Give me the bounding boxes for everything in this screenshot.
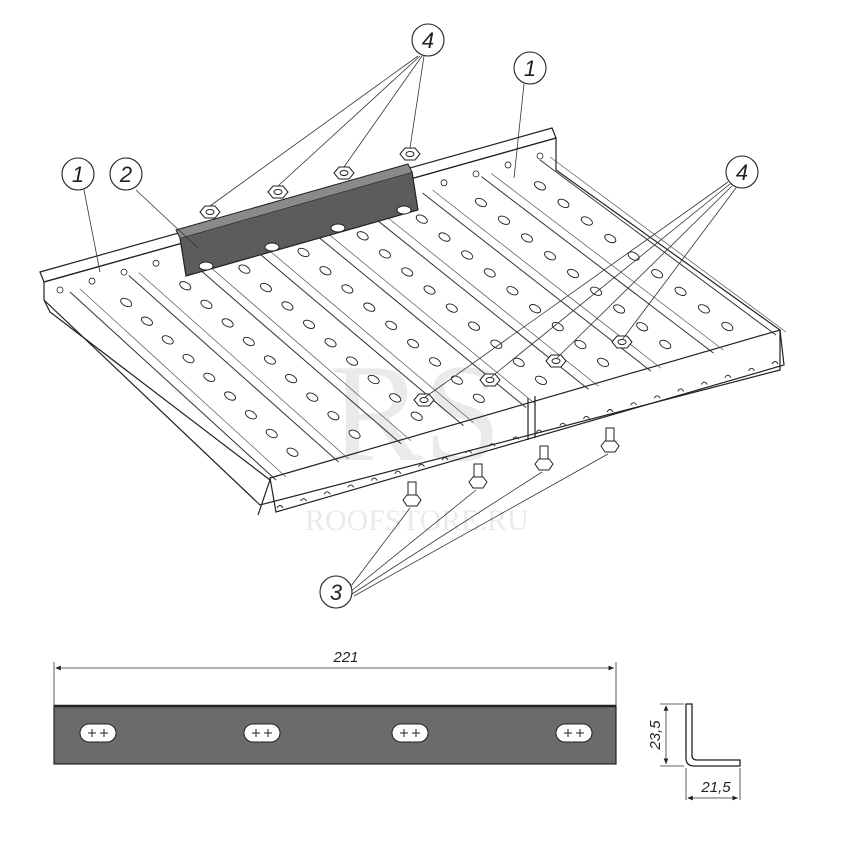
bolt-icon [402,481,422,507]
svg-text:4: 4 [736,160,748,185]
callout-nuts-right: 4 [423,155,759,399]
plate-slots [79,723,593,743]
callout-bolts: 3 [319,453,609,609]
svg-text:1: 1 [524,56,536,81]
nut-icon [267,185,289,199]
dim-angle-height: 23,5 [647,720,664,751]
bolt-icon [534,445,554,471]
nuts-top [199,147,421,219]
nut-icon [479,373,501,387]
angle-section [685,703,741,767]
bolts [402,427,620,507]
svg-text:4: 4 [422,28,434,53]
plate-body [53,705,617,765]
svg-text:3: 3 [330,580,343,605]
plate-detail: 221 [53,649,617,765]
nuts-right [413,335,633,407]
nut-icon [611,335,633,349]
nut-icon [413,393,435,407]
callout-tray-left: 1 [61,157,101,273]
nut-icon [199,205,221,219]
callout-tray-right: 1 [513,51,547,179]
dim-angle-width: 21,5 [700,779,731,796]
connector-plate [175,163,419,277]
front-wall-notches [276,361,779,509]
bolt-icon [600,427,620,453]
watermark: RS ROOFSTORE.RU [305,336,529,537]
watermark-site: ROOFSTORE.RU [305,504,529,537]
angle-profile-detail: 23,5 21,5 [647,703,741,801]
svg-text:2: 2 [119,162,132,187]
nut-icon [545,354,567,368]
callout-connector-plate: 2 [109,157,199,249]
bolt-icon [468,463,488,489]
nut-icon [333,166,355,180]
nut-icon [399,147,421,161]
callout-nuts-top: 4 [209,23,445,207]
svg-text:1: 1 [72,162,84,187]
dim-plate-length: 221 [332,649,358,666]
